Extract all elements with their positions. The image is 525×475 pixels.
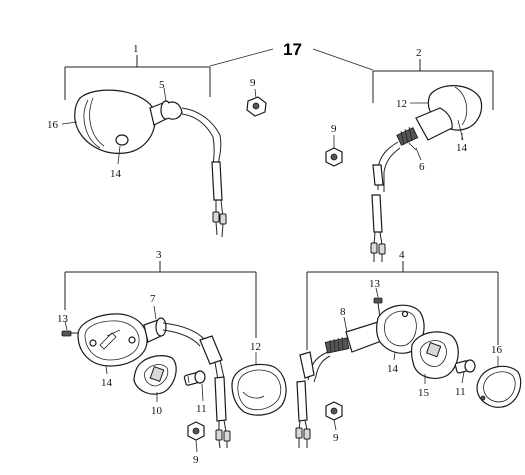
front-left-connector-b bbox=[219, 213, 227, 225]
callout-9-top-right: 9 bbox=[331, 123, 337, 135]
nut-top-middle bbox=[246, 96, 267, 117]
front-left-connector-a bbox=[212, 211, 220, 223]
callout-16-front-left: 16 bbox=[47, 119, 59, 131]
callout-11-rear-right: 11 bbox=[455, 386, 466, 398]
front-left-wire-b bbox=[181, 113, 215, 167]
front-right-body bbox=[415, 107, 453, 141]
front-right-wire-b bbox=[383, 147, 401, 192]
rear-right-wire-b bbox=[313, 355, 331, 383]
group-number-label: 17 bbox=[283, 40, 302, 59]
callout-9-bottom-middle: 9 bbox=[193, 454, 199, 466]
bracket-assembly-1 bbox=[64, 55, 211, 100]
rear-left-bulb bbox=[183, 370, 206, 386]
callout-14-front-right: 14 bbox=[456, 142, 468, 154]
callout-9-bottom-right: 9 bbox=[333, 432, 339, 444]
rear-left-socket bbox=[155, 317, 167, 337]
rear-left-lens bbox=[231, 363, 287, 416]
callout-7: 7 bbox=[150, 293, 156, 305]
front-right-wire-sleeve bbox=[371, 194, 383, 233]
front-left-lens bbox=[74, 89, 156, 154]
callout-11-rear-left: 11 bbox=[196, 403, 207, 415]
callout-4: 4 bbox=[399, 249, 405, 261]
callout-15: 15 bbox=[418, 387, 430, 399]
nut-top-right bbox=[325, 147, 343, 167]
front-left-body-tip bbox=[115, 134, 129, 146]
rear-right-connector-a bbox=[295, 427, 303, 439]
rear-right-bulb bbox=[454, 359, 476, 374]
rear-right-wire-sleeve bbox=[296, 380, 308, 422]
callout-12-front-right: 12 bbox=[396, 98, 407, 110]
front-right-connector-a bbox=[370, 242, 378, 254]
callout-16-rear-right: 16 bbox=[491, 344, 503, 356]
front-left-wire-a bbox=[181, 107, 222, 166]
callout-3: 3 bbox=[156, 249, 162, 261]
front-right-connector-b bbox=[378, 243, 386, 255]
bracket-assembly-3 bbox=[64, 261, 257, 338]
group-leader-right bbox=[312, 48, 374, 71]
callout-6: 6 bbox=[419, 161, 425, 173]
rear-left-signal bbox=[61, 313, 287, 449]
front-left-lens-edge bbox=[83, 99, 101, 149]
rear-right-socket-coil bbox=[324, 336, 350, 354]
callout-14-rear-left: 14 bbox=[101, 377, 113, 389]
nut-bottom-right bbox=[325, 401, 343, 421]
nut-bottom-middle bbox=[187, 421, 205, 441]
front-left-wire-sleeve bbox=[211, 161, 223, 201]
callout-9-top-middle: 9 bbox=[250, 77, 256, 89]
front-left-signal bbox=[74, 89, 227, 238]
callout-10: 10 bbox=[151, 405, 163, 417]
callout-8: 8 bbox=[340, 306, 346, 318]
rear-right-signal bbox=[295, 297, 522, 448]
rear-left-wire-sleeve-a bbox=[199, 335, 223, 365]
callout-12-rear-left: 12 bbox=[250, 341, 261, 353]
rear-left-wire-sleeve-b bbox=[214, 376, 227, 422]
group-leader-left bbox=[209, 48, 274, 67]
rear-left-connector-b bbox=[223, 430, 231, 442]
front-right-signal bbox=[370, 85, 483, 262]
callout-1: 1 bbox=[133, 43, 139, 55]
callout-2: 2 bbox=[416, 47, 422, 59]
rear-left-wire-a bbox=[162, 322, 206, 341]
callout-13-rear-right: 13 bbox=[369, 278, 381, 290]
front-right-socket-coil bbox=[396, 126, 419, 146]
callout-5: 5 bbox=[159, 79, 165, 91]
callout-13-rear-left: 13 bbox=[57, 313, 69, 325]
callout-14-front-left: 14 bbox=[110, 168, 122, 180]
callout-14-rear-right: 14 bbox=[387, 363, 399, 375]
rear-left-wire-b bbox=[162, 329, 201, 347]
rear-left-connector-a bbox=[215, 429, 223, 441]
bracket-assembly-2 bbox=[372, 59, 494, 110]
rear-right-connector-b bbox=[303, 428, 311, 440]
bracket-assembly-4 bbox=[306, 261, 499, 350]
